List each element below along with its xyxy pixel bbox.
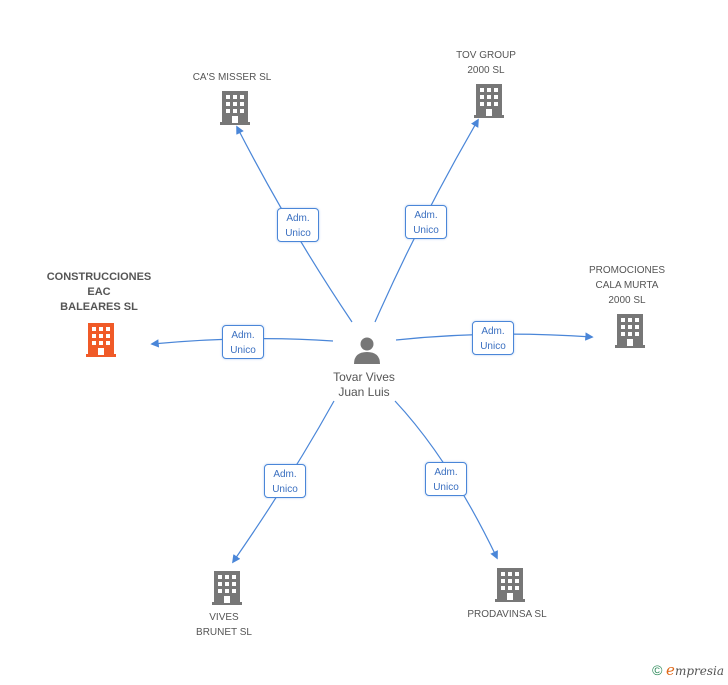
brand-logo: empresia <box>666 661 724 679</box>
company-name-line: BALEARES SL <box>60 301 138 313</box>
company-name-line: VIVES <box>209 612 239 623</box>
edge-label-line: Unico <box>480 341 506 352</box>
edge-label-tov-group: Adm. Unico <box>405 205 447 239</box>
edge-label-prodavinsa: Adm. Unico <box>425 462 467 496</box>
building-icon-highlighted[interactable] <box>86 323 116 357</box>
edge-label-line: Adm. <box>231 330 255 341</box>
company-name-construcciones-eac[interactable]: CONSTRUCCIONES EAC BALEARES SL <box>47 270 152 315</box>
edge-label-promociones-cala-murta: Adm. Unico <box>472 321 514 355</box>
edge-label-line: Adm. <box>273 469 297 480</box>
company-name-line: CALA MURTA <box>595 280 659 291</box>
empresia-watermark: © empresia <box>652 661 724 679</box>
edge-label-line: Unico <box>433 482 459 493</box>
center-person-name[interactable]: Tovar Vives Juan Luis <box>333 370 395 400</box>
company-name-line: 2000 SL <box>608 295 646 306</box>
company-name-line: BRUNET SL <box>196 627 252 638</box>
company-name-line: PROMOCIONES <box>588 265 666 276</box>
edge-label-vives-brunet: Adm. Unico <box>264 464 306 498</box>
edge-label-cas-misser: Adm. Unico <box>277 208 319 242</box>
edge-label-construcciones-eac: Adm. Unico <box>222 325 264 359</box>
company-name-line: PRODAVINSA SL <box>467 609 547 620</box>
company-name-promociones-cala-murta[interactable]: PROMOCIONES CALA MURTA 2000 SL <box>589 263 665 308</box>
edge-label-line: Adm. <box>481 326 505 337</box>
edge-label-line: Unico <box>413 225 439 236</box>
brand-initial: e <box>666 661 675 679</box>
company-name-line: CONSTRUCCIONES <box>46 271 152 283</box>
building-icon[interactable] <box>474 84 504 118</box>
building-icon[interactable] <box>495 568 525 602</box>
company-name-cas-misser[interactable]: CA'S MISSER SL <box>193 70 272 85</box>
company-name-prodavinsa[interactable]: PRODAVINSA SL <box>467 607 546 622</box>
edge-label-line: Adm. <box>414 210 438 221</box>
edge-label-line: Unico <box>272 484 298 495</box>
building-icon[interactable] <box>212 571 242 605</box>
edge-label-line: Unico <box>285 228 311 239</box>
company-name-line: TOV GROUP <box>456 50 516 61</box>
company-name-line: EAC <box>87 286 111 298</box>
copyright-symbol: © <box>652 662 663 678</box>
person-icon[interactable] <box>352 335 382 365</box>
company-name-vives-brunet[interactable]: VIVES BRUNET SL <box>196 610 252 640</box>
center-name-line: Tovar Vives <box>333 370 395 384</box>
company-name-tov-group[interactable]: TOV GROUP 2000 SL <box>456 48 516 78</box>
building-icon[interactable] <box>220 91 250 125</box>
center-name-line: Juan Luis <box>338 385 390 399</box>
edge-label-line: Adm. <box>286 213 310 224</box>
building-icon[interactable] <box>615 314 645 348</box>
company-name-line: CA'S MISSER SL <box>192 72 272 83</box>
brand-rest: mpresia <box>674 664 724 678</box>
edge-label-line: Adm. <box>434 467 458 478</box>
edge-label-line: Unico <box>230 345 256 356</box>
company-name-line: 2000 SL <box>467 65 505 76</box>
